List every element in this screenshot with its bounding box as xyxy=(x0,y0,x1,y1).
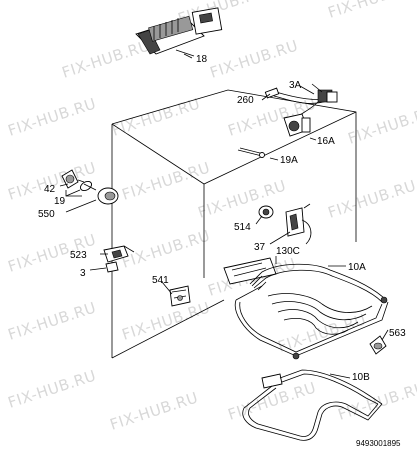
label-3: 3 xyxy=(80,268,86,279)
watermark: FIX-HUB.RU xyxy=(120,226,213,271)
label-550: 550 xyxy=(38,209,55,220)
label-260: 260 xyxy=(237,95,254,106)
wiring-harness-part xyxy=(264,83,338,137)
lamp-assembly-part xyxy=(61,169,119,205)
probe-sensor-part xyxy=(237,147,265,158)
label-18: 18 xyxy=(196,54,208,65)
part-labels: 18 3A 260 16A 19A 42 19 550 514 37 130C … xyxy=(38,54,406,383)
watermark: FIX-HUB.RU xyxy=(6,94,99,139)
label-37: 37 xyxy=(254,242,266,253)
label-19a: 19A xyxy=(280,155,298,166)
label-563: 563 xyxy=(389,328,406,339)
watermark: FIX-HUB.RU xyxy=(208,36,301,81)
watermark: FIX-HUB.RU xyxy=(6,298,99,343)
label-3a: 3A xyxy=(289,80,302,91)
watermark: FIX-HUB.RU xyxy=(108,388,201,433)
watermark: FIX-HUB.RU xyxy=(6,366,99,411)
label-42: 42 xyxy=(44,184,56,195)
label-523: 523 xyxy=(70,250,87,261)
watermark: FIX-HUB.RU xyxy=(6,158,99,203)
watermark: FIX-HUB.RU xyxy=(60,36,153,81)
thermostat-part xyxy=(258,203,312,245)
lamp-cover-part xyxy=(369,335,387,355)
bracket-part xyxy=(103,245,135,273)
watermark: FIX-HUB.RU xyxy=(196,176,289,221)
label-10b: 10B xyxy=(352,372,370,383)
document-number: 9493001895 xyxy=(356,439,401,448)
watermark: FIX-HUB.RU xyxy=(120,298,213,343)
label-130c: 130C xyxy=(276,246,300,257)
label-541: 541 xyxy=(152,275,169,286)
label-10a: 10A xyxy=(348,262,366,273)
watermark: FIX-HUB.RU xyxy=(326,176,417,221)
watermark: FIX-HUB.RU xyxy=(120,158,213,203)
watermark: FIX-HUB.RU xyxy=(336,378,417,423)
fan-motor-part xyxy=(135,7,223,57)
bottom-heating-element-part xyxy=(242,369,383,441)
label-16a: 16A xyxy=(317,136,335,147)
watermark-layer: FIX-HUB.RU FIX-HUB.RU FIX-HUB.RU FIX-HUB… xyxy=(6,0,417,434)
grill-heating-element-part xyxy=(223,257,389,360)
switch-part xyxy=(169,285,191,307)
label-514: 514 xyxy=(234,222,251,233)
label-19: 19 xyxy=(54,196,66,207)
watermark: FIX-HUB.RU xyxy=(326,0,417,22)
leader-lines xyxy=(59,53,389,379)
